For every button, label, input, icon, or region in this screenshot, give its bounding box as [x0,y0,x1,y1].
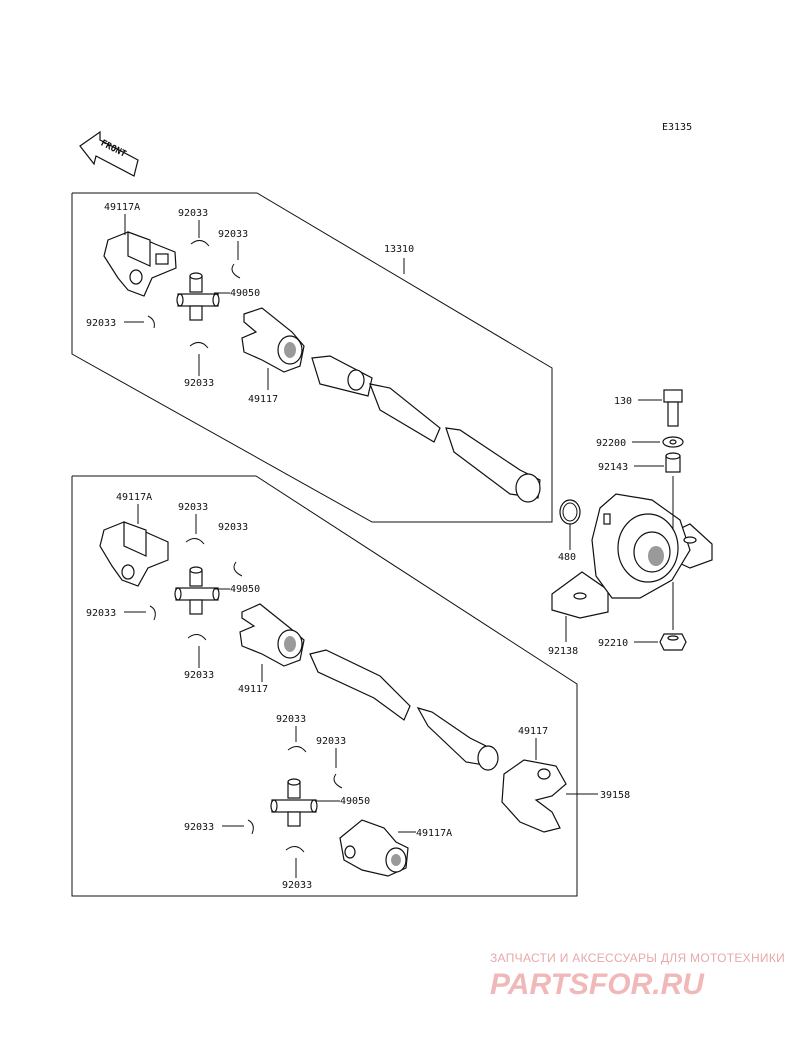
nut-label: 92210 [598,638,628,649]
lower-rear-circlip-1 [287,746,307,753]
lower-rear-circlip-2 [333,773,343,789]
lower-circlip-4 [187,634,207,641]
center-bearing-group: 130 92200 92143 480 921 [548,389,713,657]
lower-yoke-label: 49117 [238,684,268,695]
upper-yoke-label: 49117 [248,394,278,405]
lower-rear-cross-label: 49050 [340,796,370,807]
upper-circlip-2 [231,263,241,279]
lower-rear-universal-joint-cross [270,778,318,827]
lower-circlip-label-3: 92033 [86,608,116,619]
lower-cross-label: 49050 [230,584,260,595]
lower-rear-circlip-4 [285,846,305,853]
bolt-icon [663,389,683,427]
upper-yoke-a [103,231,177,297]
upper-yoke-a-label: 49117A [104,202,140,213]
bearing-label: 92138 [548,646,578,657]
lower-rear-yoke-a-label: 49117A [416,828,452,839]
lower-rear-circlip-label-2: 92033 [316,736,346,747]
lower-circlip-1 [185,538,205,545]
upper-circlip-label-1: 92033 [178,208,208,219]
collar-label: 92143 [598,462,628,473]
watermark-logo: ЗАПЧАСТИ И АКСЕССУАРЫ ДЛЯ МОТОТЕХНИКИ PA… [490,951,785,1001]
lower-yoke-a [99,521,169,587]
upper-shaft [311,355,541,503]
watermark-tagline: ЗАПЧАСТИ И АКСЕССУАРЫ ДЛЯ МОТОТЕХНИКИ [490,951,785,965]
upper-propeller-shaft-group: 49117A 92033 92033 92033 92033 49050 [71,192,553,523]
upper-universal-joint-cross [176,272,220,321]
lower-rear-circlip-label-4: 92033 [282,880,312,891]
collar-icon [665,452,681,473]
lower-rear-yoke-label: 49117 [518,726,548,737]
lower-propeller-shaft-group: 49117A 92033 92033 92033 92033 49050 [71,475,630,897]
upper-circlip-label-3: 92033 [86,318,116,329]
upper-circlip-label-4: 92033 [184,378,214,389]
upper-circlip-1 [190,240,210,247]
lower-circlip-2 [233,561,243,577]
upper-assembly-label: 13310 [384,244,414,255]
lower-circlip-3 [149,605,156,621]
lower-yoke-a-label: 49117A [116,492,152,503]
upper-yoke [241,307,305,373]
washer-label: 92200 [596,438,626,449]
lower-circlip-label-1: 92033 [178,502,208,513]
lower-rear-circlip-label-1: 92033 [276,714,306,725]
upper-circlip-label-2: 92033 [218,229,248,240]
bolt-label: 130 [614,396,632,407]
front-arrow-icon: FRONT [79,130,139,177]
lower-circlip-label-4: 92033 [184,670,214,681]
lower-yoke [239,603,305,667]
lower-rear-circlip-label-3: 92033 [184,822,214,833]
nut-icon [659,633,687,651]
upper-cross-label: 49050 [230,288,260,299]
watermark-logo-text: PARTSFOR.RU [490,968,705,1001]
upper-circlip-4 [189,342,209,349]
lower-shaft [309,649,499,771]
lower-rear-circlip-3 [247,819,254,835]
upper-circlip-3 [147,315,155,329]
bearing-circlip-label: 480 [558,552,576,563]
lower-assembly-label: 39158 [600,790,630,801]
lower-circlip-label-2: 92033 [218,522,248,533]
diagram-code: E3135 [662,122,692,133]
lower-universal-joint-cross [174,566,220,615]
center-bearing-housing [551,493,713,619]
lower-rear-yoke-a [339,819,409,877]
lower-rear-yoke [501,759,567,833]
